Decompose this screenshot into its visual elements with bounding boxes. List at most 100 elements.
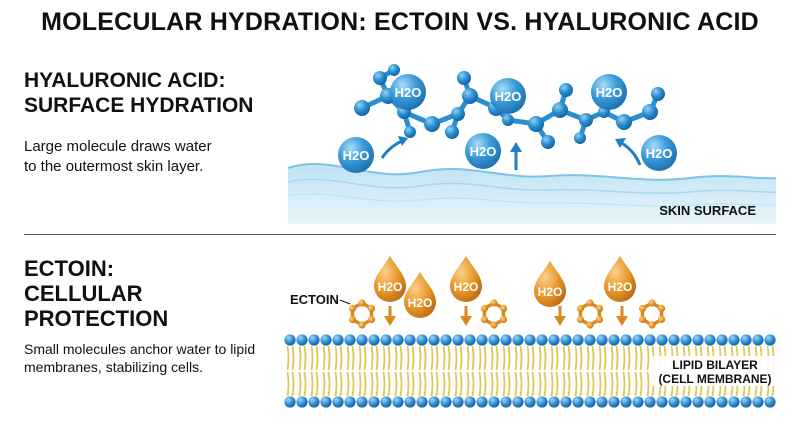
lipid-head <box>536 334 548 346</box>
water-drop: H2O <box>604 256 636 302</box>
lipid-head <box>620 334 632 346</box>
lipid-tail <box>579 345 583 371</box>
lipid-tail <box>423 345 427 371</box>
lipid-head <box>464 396 476 408</box>
lipid-head <box>704 396 716 408</box>
lipid-tail <box>466 345 470 371</box>
water-drop: H2O <box>450 256 482 302</box>
lipid-tail <box>538 371 542 397</box>
lipid-tail <box>555 345 559 371</box>
lipid-tail <box>298 345 302 371</box>
lipid-head <box>632 396 644 408</box>
svg-text:H2O: H2O <box>596 85 623 100</box>
lipid-tail <box>586 371 590 397</box>
lipid-tail <box>555 371 559 397</box>
lipid-head <box>740 396 752 408</box>
lipid-tail <box>627 371 631 397</box>
lipid-head <box>344 396 356 408</box>
lipid-tail <box>543 371 547 397</box>
lipid-head <box>356 334 368 346</box>
lipid-head <box>320 334 332 346</box>
ectoin-desc-line1: Small molecules anchor water to lipid <box>24 341 256 357</box>
lipid-head <box>740 334 752 346</box>
lipid-tail <box>514 345 518 371</box>
lipid-tail <box>550 371 554 397</box>
lipid-head <box>296 396 308 408</box>
lipid-head <box>512 334 524 346</box>
lipid-head <box>584 334 596 346</box>
lipid-head <box>488 334 500 346</box>
ectoin-atom <box>657 304 666 313</box>
lipid-head <box>656 396 668 408</box>
lipid-head <box>332 396 344 408</box>
lipid-head <box>560 396 572 408</box>
lipid-head <box>716 396 728 408</box>
lipid-head <box>380 396 392 408</box>
lipid-head <box>704 334 716 346</box>
lipid-tail <box>387 345 391 371</box>
water-sphere-1: H2O <box>390 74 426 110</box>
lipid-head <box>596 396 608 408</box>
lipid-tail <box>358 371 362 397</box>
lipid-tail <box>334 345 338 371</box>
lipid-tail <box>339 371 343 397</box>
lipid-tail <box>423 371 427 397</box>
lipid-head <box>596 334 608 346</box>
lipid-tail <box>327 345 331 371</box>
lipid-tail <box>435 345 439 371</box>
lipid-tail <box>327 371 331 397</box>
hyaluronic-heading-line1: HYALURONIC ACID: <box>24 69 226 92</box>
lipid-tail <box>291 345 295 371</box>
lipid-tail <box>490 371 494 397</box>
lipid-tail <box>459 345 463 371</box>
lipid-head <box>692 396 704 408</box>
lipid-head <box>608 396 620 408</box>
ectoin-atom <box>490 299 498 307</box>
lipid-head <box>584 396 596 408</box>
lipid-head <box>416 334 428 346</box>
ectoin-atom <box>348 304 357 313</box>
lipid-head <box>524 334 536 346</box>
lipid-tail <box>435 371 439 397</box>
svg-text:H2O: H2O <box>646 146 673 161</box>
lipid-tail <box>291 371 295 397</box>
lipid-tail <box>634 371 638 397</box>
lipid-head <box>476 396 488 408</box>
hyaluronic-heading: HYALURONIC ACID: SURFACE HYDRATION <box>24 68 253 118</box>
ectoin-molecules <box>348 299 666 329</box>
lipid-head <box>764 396 776 408</box>
lipid-tail <box>454 345 458 371</box>
ectoin-atom <box>499 304 508 313</box>
lipid-tail <box>351 371 355 397</box>
lipid-tail <box>519 345 523 371</box>
bilayer-label: LIPID BILAYER (CELL MEMBRANE) <box>650 356 778 386</box>
lipid-tail <box>442 371 446 397</box>
lipid-tail <box>471 345 475 371</box>
lipid-head <box>524 396 536 408</box>
ectoin-heading-line1: ECTOIN: <box>24 256 115 281</box>
water-drop: H2O <box>404 272 436 318</box>
lipid-tail <box>610 345 614 371</box>
lipid-tail <box>574 345 578 371</box>
water-drop-label: H2O <box>538 285 563 299</box>
lipid-tail <box>346 345 350 371</box>
ectoin-atom <box>638 315 647 324</box>
lipid-tail <box>430 371 434 397</box>
ectoin-atom <box>586 321 594 329</box>
lipid-tail <box>478 371 482 397</box>
lipid-tail <box>286 345 290 371</box>
lipid-tail <box>382 345 386 371</box>
water-sphere-2: H2O <box>490 78 526 114</box>
water-sphere-6: H2O <box>641 135 677 171</box>
lipid-tail <box>375 345 379 371</box>
lipid-tail <box>562 371 566 397</box>
lipid-head <box>392 334 404 346</box>
water-drop: H2O <box>534 261 566 307</box>
lipid-head <box>572 396 584 408</box>
lipid-head <box>500 396 512 408</box>
lipid-tail <box>399 371 403 397</box>
hyaluronic-desc-line2: to the outermost skin layer. <box>24 158 204 175</box>
lipid-head <box>536 396 548 408</box>
lipid-tail <box>418 371 422 397</box>
lipid-tail <box>310 371 314 397</box>
